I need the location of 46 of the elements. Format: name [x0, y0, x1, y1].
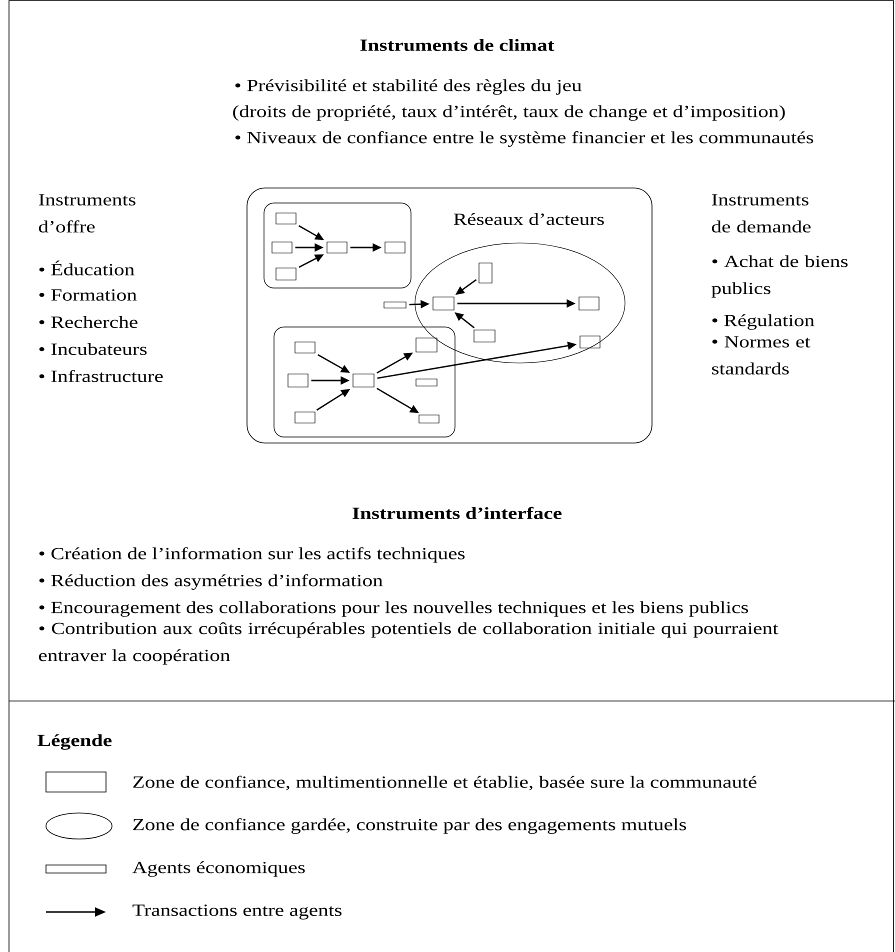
heading: Instruments de demande [712, 194, 811, 232]
agent-box [432, 296, 454, 310]
bullet-item: • Incubateurs [39, 343, 147, 355]
agent-box [352, 374, 374, 388]
agent-box [326, 242, 348, 254]
legend-text: Transactions entre agents [132, 904, 342, 920]
agent-box [294, 412, 316, 424]
bullet-item: • Réduction des asymétries d’information [39, 574, 383, 590]
bullet-item: • Recherche [39, 316, 138, 328]
cluster-box [274, 326, 456, 438]
agent-box [416, 378, 438, 386]
agent-box [384, 302, 406, 308]
bullet-item: • Création de l’information sur les actifs techniques [39, 547, 465, 563]
legend-text: Zone de confiance, multimentionnelle et établie, basée sure la communauté [133, 776, 756, 790]
heading: Instruments de climat [360, 39, 554, 51]
agent-box [416, 338, 438, 352]
agent-box [288, 374, 308, 388]
bullet-item: • Niveaux de confiance entre le système financier et les communautés [235, 131, 814, 147]
legend-title: Légende [38, 734, 112, 750]
agent-box [294, 342, 316, 354]
agent-box [384, 242, 406, 254]
bullet-item: • Régulation [712, 314, 814, 330]
agent-box [578, 296, 600, 310]
heading: Instruments d’interface [352, 506, 562, 520]
trust-ellipse [414, 242, 626, 364]
agent-box [580, 336, 600, 348]
agent-box [272, 242, 292, 254]
bullet-item: • Formation [39, 289, 137, 301]
bullet-item: • Éducation [39, 260, 134, 276]
bullet-item: • Normes et standards [712, 336, 810, 374]
bullet-item: • Infrastructure [39, 370, 163, 382]
legend-text: Zone de confiance gardée, construite par des engagements mutuels [133, 818, 686, 834]
cluster-box [264, 202, 412, 288]
agent-box [474, 330, 496, 342]
agent-box [276, 212, 296, 224]
network-box: Réseaux d’acteurs [246, 188, 652, 444]
legend-text: Agents économiques [132, 861, 305, 877]
agent-box [276, 268, 296, 280]
agent-box [418, 414, 440, 424]
note-text: (droits de propriété, taux d’intérêt, taux de change et d’imposition) [233, 105, 785, 121]
agent-box [478, 262, 492, 284]
bullet-item: • Prévisibilité et stabilité des règles du jeu [235, 79, 582, 95]
bullet-item: • Contribution aux coûts irrécupérables potentiels de collaboration initiale qui pourraient entraver la coopération [39, 622, 778, 665]
heading: Instruments d’offre [38, 194, 136, 232]
bullet-item: • Achat de biens publics [712, 255, 848, 298]
bullet-item: • Encouragement des collaborations pour les nouvelles techniques et les biens publics [39, 601, 748, 617]
